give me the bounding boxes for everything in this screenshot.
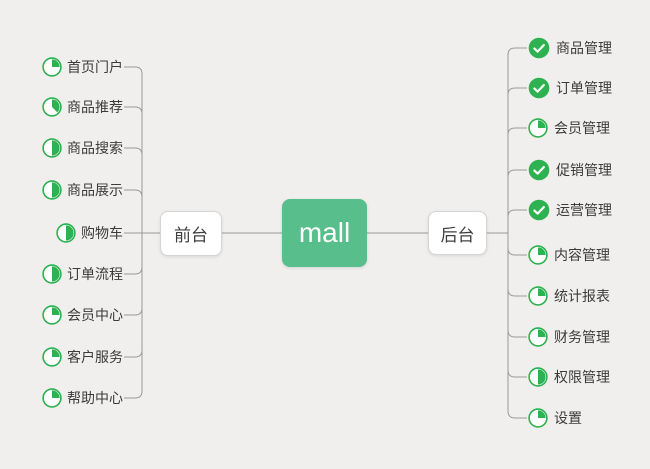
topic-label: 订单管理 xyxy=(556,80,612,96)
topic-row[interactable]: 购物车 xyxy=(56,221,123,245)
topic-label: 设置 xyxy=(554,410,582,426)
task-done-icon[interactable] xyxy=(528,77,550,99)
task-half-icon[interactable] xyxy=(42,138,62,158)
topic-label: 商品推荐 xyxy=(67,99,123,115)
topic-label: 权限管理 xyxy=(554,369,610,385)
topic-label: 统计报表 xyxy=(554,288,610,304)
topic-row[interactable]: 帮助中心 xyxy=(42,386,123,410)
topic-row[interactable]: 权限管理 xyxy=(528,365,610,389)
topic-row[interactable]: 商品搜索 xyxy=(42,136,123,160)
topic-label: 商品展示 xyxy=(67,182,123,198)
root-node[interactable]: mall xyxy=(282,199,367,267)
topic-row[interactable]: 商品展示 xyxy=(42,178,123,202)
topic-label: 商品管理 xyxy=(556,40,612,56)
task-quarter-icon[interactable] xyxy=(528,286,548,306)
front-branch-node[interactable]: 前台 xyxy=(160,211,222,256)
task-quarter-icon[interactable] xyxy=(528,408,548,428)
back-branch-node[interactable]: 后台 xyxy=(428,211,487,255)
topic-row[interactable]: 会员管理 xyxy=(528,116,610,140)
topic-label: 会员中心 xyxy=(67,307,123,323)
topic-label: 订单流程 xyxy=(67,266,123,282)
topic-row[interactable]: 会员中心 xyxy=(42,303,123,327)
topic-row[interactable]: 设置 xyxy=(528,406,582,430)
task-quarter-icon[interactable] xyxy=(528,245,548,265)
task-quarter-icon[interactable] xyxy=(528,118,548,138)
back-branch-label: 后台 xyxy=(440,225,475,245)
task-done-icon[interactable] xyxy=(528,37,550,59)
topic-label: 客户服务 xyxy=(67,349,123,365)
topic-label: 购物车 xyxy=(81,225,123,241)
front-branch-label: 前台 xyxy=(174,226,208,245)
task-half-icon[interactable] xyxy=(56,223,76,243)
topic-row[interactable]: 财务管理 xyxy=(528,325,610,349)
topic-row[interactable]: 运营管理 xyxy=(528,198,612,222)
task-quarter-icon[interactable] xyxy=(42,305,62,325)
topic-label: 运营管理 xyxy=(556,202,612,218)
task-half-icon[interactable] xyxy=(528,367,548,387)
topic-label: 内容管理 xyxy=(554,247,610,263)
task-half-icon[interactable] xyxy=(42,264,62,284)
topic-label: 财务管理 xyxy=(554,329,610,345)
topic-row[interactable]: 订单流程 xyxy=(42,262,123,286)
task-quarter-icon[interactable] xyxy=(42,57,62,77)
topic-row[interactable]: 商品推荐 xyxy=(42,95,123,119)
topic-row[interactable]: 首页门户 xyxy=(42,55,123,79)
root-label: mall xyxy=(298,217,351,248)
topic-row[interactable]: 订单管理 xyxy=(528,76,612,100)
topic-row[interactable]: 内容管理 xyxy=(528,243,610,267)
topic-label: 首页门户 xyxy=(67,59,123,75)
task-done-icon[interactable] xyxy=(528,159,550,181)
task-three-eighths-icon[interactable] xyxy=(42,97,62,117)
topic-label: 促销管理 xyxy=(556,162,612,178)
task-done-icon[interactable] xyxy=(528,199,550,221)
topic-label: 帮助中心 xyxy=(67,390,123,406)
task-quarter-icon[interactable] xyxy=(42,347,62,367)
task-half-icon[interactable] xyxy=(42,180,62,200)
topic-row[interactable]: 客户服务 xyxy=(42,345,123,369)
task-quarter-icon[interactable] xyxy=(528,327,548,347)
topic-row[interactable]: 促销管理 xyxy=(528,158,612,182)
topic-label: 商品搜索 xyxy=(67,140,123,156)
topic-row[interactable]: 商品管理 xyxy=(528,36,612,60)
task-quarter-icon[interactable] xyxy=(42,388,62,408)
topic-label: 会员管理 xyxy=(554,120,610,136)
topic-row[interactable]: 统计报表 xyxy=(528,284,610,308)
